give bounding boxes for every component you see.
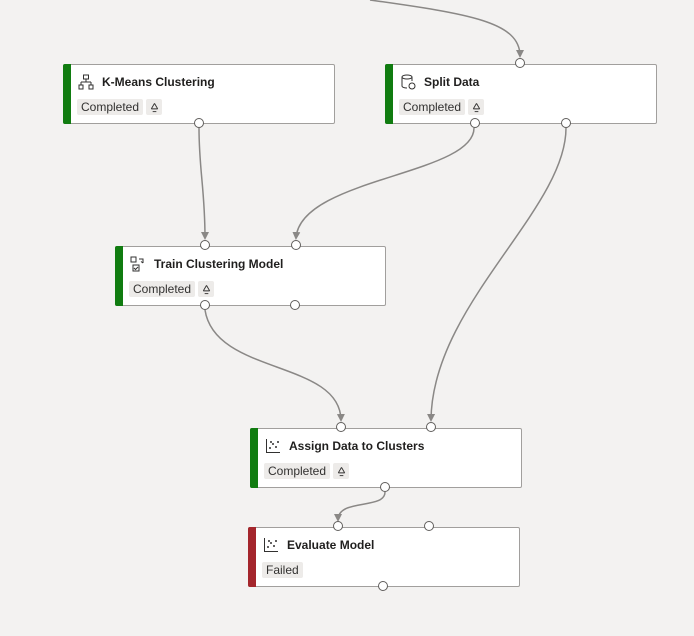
node-title: Split Data bbox=[424, 75, 480, 89]
node-evaluate-model[interactable]: Evaluate Model Failed bbox=[248, 527, 520, 587]
node-title: K-Means Clustering bbox=[102, 75, 215, 89]
input-port[interactable] bbox=[291, 240, 301, 250]
edge-split-to-assign bbox=[427, 127, 567, 422]
node-kmeans-clustering[interactable]: K-Means Clustering Completed bbox=[63, 64, 335, 124]
node-train-clustering-model[interactable]: Train Clustering Model Completed bbox=[115, 246, 386, 306]
edge-input-to-split bbox=[369, 0, 524, 58]
scatter-icon bbox=[263, 537, 279, 553]
input-port[interactable] bbox=[424, 521, 434, 531]
recycle-icon bbox=[468, 99, 485, 115]
recycle-icon bbox=[146, 99, 163, 115]
output-port[interactable] bbox=[200, 300, 210, 310]
recycle-icon bbox=[198, 281, 215, 297]
node-title: Evaluate Model bbox=[287, 538, 375, 552]
edge-assign-to-evaluate bbox=[334, 491, 386, 522]
status-bar-completed bbox=[115, 246, 123, 306]
status-badge: Completed bbox=[264, 463, 331, 479]
status-bar-completed bbox=[63, 64, 71, 124]
node-title: Assign Data to Clusters bbox=[289, 439, 425, 453]
scatter-icon bbox=[265, 438, 281, 454]
output-port[interactable] bbox=[290, 300, 300, 310]
split-data-icon bbox=[400, 74, 416, 90]
node-assign-data-to-clusters[interactable]: Assign Data to Clusters Completed bbox=[250, 428, 522, 488]
edge-kmeans-to-train bbox=[198, 127, 209, 240]
status-badge: Completed bbox=[129, 281, 196, 297]
input-port[interactable] bbox=[336, 422, 346, 432]
train-model-icon bbox=[130, 256, 146, 272]
status-bar-failed bbox=[248, 527, 256, 587]
status-badge: Completed bbox=[77, 99, 144, 115]
output-port[interactable] bbox=[194, 118, 204, 128]
status-badge: Completed bbox=[399, 99, 466, 115]
recycle-icon bbox=[333, 463, 350, 479]
node-title: Train Clustering Model bbox=[154, 257, 284, 271]
status-badge: Failed bbox=[262, 562, 303, 578]
output-port[interactable] bbox=[378, 581, 388, 591]
edge-train-to-assign bbox=[204, 309, 345, 422]
input-port[interactable] bbox=[426, 422, 436, 432]
output-port[interactable] bbox=[470, 118, 480, 128]
input-port[interactable] bbox=[515, 58, 525, 68]
output-port[interactable] bbox=[380, 482, 390, 492]
edge-split-to-train bbox=[292, 127, 475, 240]
output-port[interactable] bbox=[561, 118, 571, 128]
input-port[interactable] bbox=[200, 240, 210, 250]
input-port[interactable] bbox=[333, 521, 343, 531]
status-bar-completed bbox=[250, 428, 258, 488]
node-split-data[interactable]: Split Data Completed bbox=[385, 64, 657, 124]
status-bar-completed bbox=[385, 64, 393, 124]
module-tree-icon bbox=[78, 74, 94, 90]
